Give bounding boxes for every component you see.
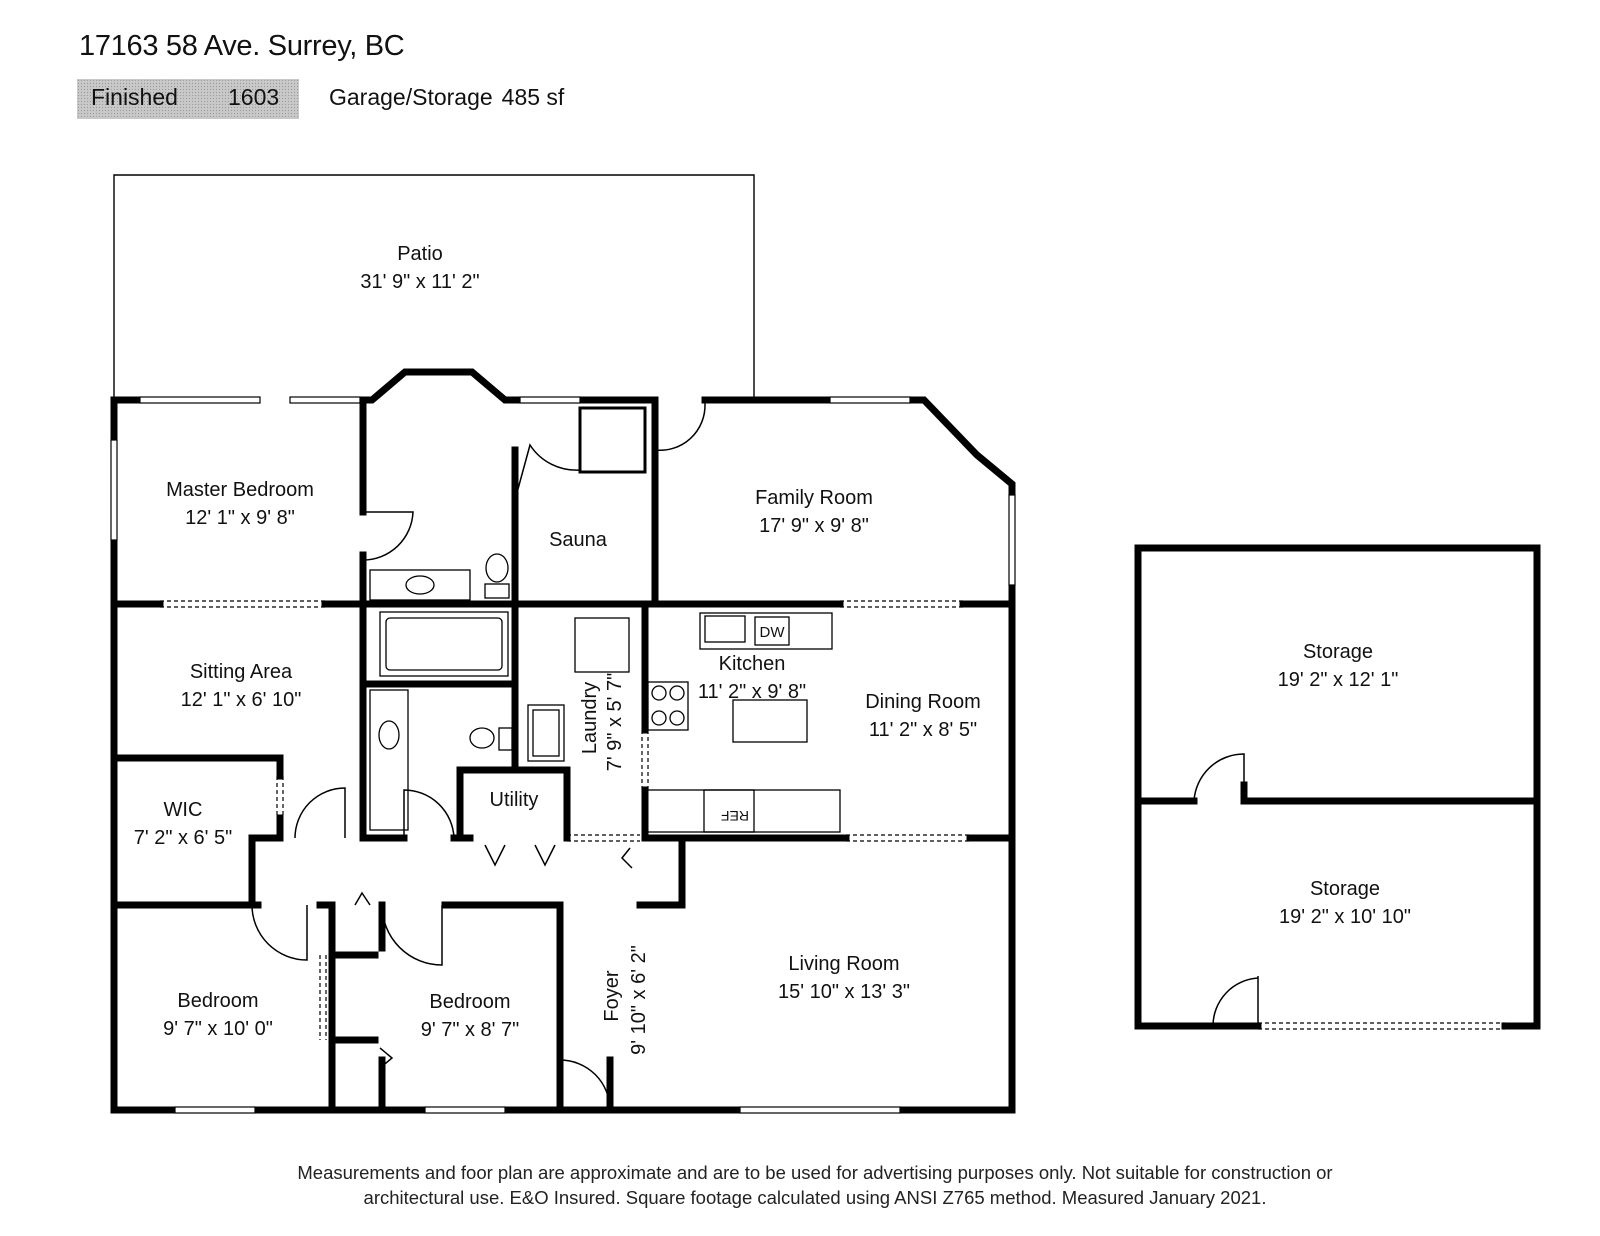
disclaimer: Measurements and foor plan are approxima… bbox=[250, 1160, 1380, 1210]
foyer-label: Foyer bbox=[601, 970, 623, 1021]
laundry-dims: 7' 9" x 5' 7" bbox=[604, 673, 626, 772]
windows bbox=[110, 396, 1016, 1114]
foyer-dims: 9' 10" x 6' 2" bbox=[628, 945, 650, 1055]
patio-outline bbox=[113, 174, 755, 398]
wic-dims: 7' 2" x 6' 5" bbox=[134, 827, 233, 849]
walls bbox=[110, 368, 1016, 1114]
master-bedroom-label: Master Bedroom bbox=[166, 479, 314, 501]
storage-walls bbox=[1134, 544, 1541, 1030]
finished-area-badge bbox=[77, 79, 299, 119]
refrigerator-label: REF bbox=[721, 808, 749, 824]
storage-2-dims: 19' 2" x 10' 10" bbox=[1279, 906, 1411, 928]
dining-room-dims: 11' 2" x 8' 5" bbox=[869, 719, 977, 741]
dining-room-label: Dining Room bbox=[865, 691, 981, 713]
kitchen-dims: 11' 2" x 9' 8" bbox=[698, 681, 806, 703]
finished-label: Finished bbox=[91, 84, 178, 110]
living-room-dims: 15' 10" x 13' 3" bbox=[778, 981, 910, 1003]
patio-dims: 31' 9" x 11' 2" bbox=[360, 271, 479, 293]
patio-label: Patio bbox=[397, 243, 443, 265]
garage-storage-area: Garage/Storage 485 sf bbox=[329, 84, 573, 111]
sauna-label: Sauna bbox=[549, 529, 608, 551]
doors bbox=[251, 400, 706, 1111]
property-address: 17163 58 Ave. Surrey, BC bbox=[79, 30, 405, 62]
utility-label: Utility bbox=[490, 789, 539, 811]
openings bbox=[160, 600, 970, 1040]
living-room-label: Living Room bbox=[788, 953, 899, 975]
bedroom-1-label: Bedroom bbox=[177, 990, 258, 1012]
fixtures bbox=[369, 553, 841, 833]
laundry-label: Laundry bbox=[579, 682, 601, 754]
family-room-label: Family Room bbox=[755, 487, 873, 509]
wic-label: WIC bbox=[164, 799, 203, 821]
storage-2-label: Storage bbox=[1310, 878, 1380, 900]
storage-doors bbox=[1193, 753, 1505, 1030]
garage-label: Garage/Storage bbox=[329, 84, 493, 110]
finished-value: 1603 bbox=[228, 84, 280, 110]
bedroom-2-label: Bedroom bbox=[429, 991, 510, 1013]
garage-value: 485 sf bbox=[501, 84, 565, 110]
sitting-area-dims: 12' 1" x 6' 10" bbox=[181, 689, 302, 711]
storage-1-label: Storage bbox=[1303, 641, 1373, 663]
bedroom-2-dims: 9' 7" x 8' 7" bbox=[421, 1019, 520, 1041]
sitting-area-label: Sitting Area bbox=[190, 661, 293, 683]
family-room-dims: 17' 9" x 9' 8" bbox=[759, 515, 869, 537]
storage-1-dims: 19' 2" x 12' 1" bbox=[1278, 669, 1399, 691]
kitchen-label: Kitchen bbox=[719, 653, 786, 675]
master-bedroom-dims: 12' 1" x 9' 8" bbox=[185, 507, 295, 529]
disclaimer-line-2: architectural use. E&O Insured. Square f… bbox=[363, 1187, 1267, 1208]
bedroom-1-dims: 9' 7" x 10' 0" bbox=[163, 1018, 273, 1040]
dishwasher-label: DW bbox=[760, 624, 786, 641]
disclaimer-line-1: Measurements and foor plan are approxima… bbox=[297, 1162, 1333, 1183]
